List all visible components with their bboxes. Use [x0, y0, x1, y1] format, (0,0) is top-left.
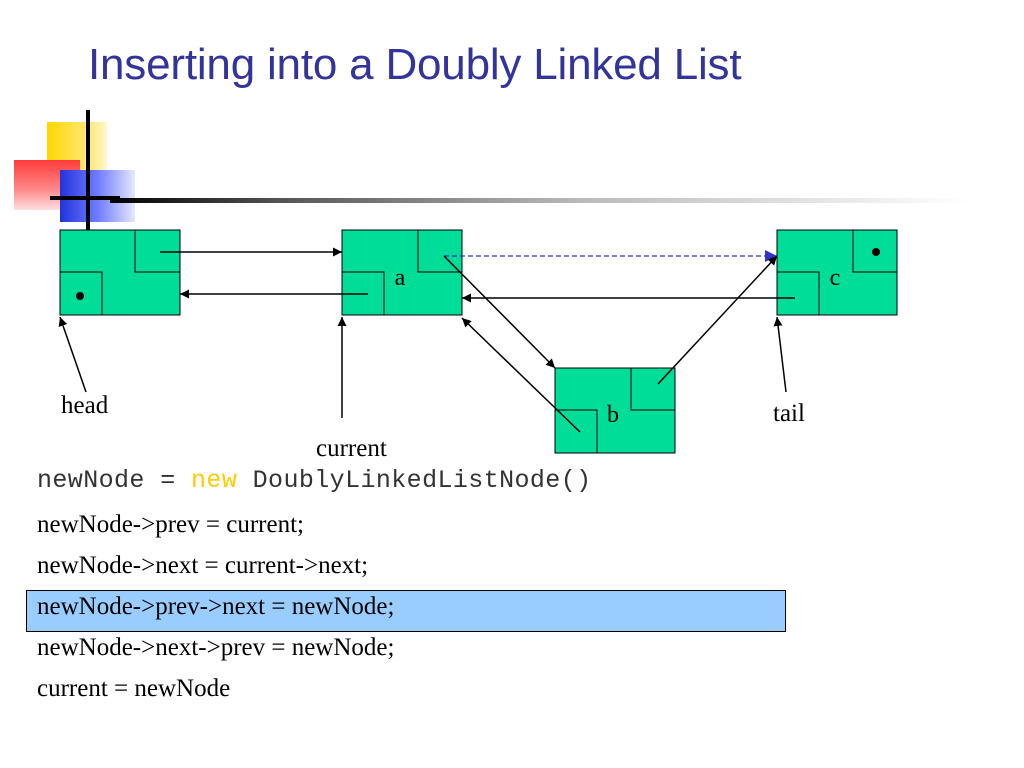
code-line-1-suffix: DoublyLinkedListNode() [237, 466, 592, 495]
decorative-corner [0, 100, 140, 238]
code-line: newNode->next->prev = newNode; [37, 634, 395, 661]
null-dot [872, 248, 880, 256]
null-dot [76, 292, 84, 300]
node-label-a: a [395, 265, 406, 291]
code-line-1-prefix: newNode = [37, 466, 192, 495]
node-c: c [776, 229, 898, 316]
code-line-highlighted: newNode->prev->next = newNode; [37, 593, 395, 620]
label-current: current [316, 435, 387, 462]
page-title: Inserting into a Doubly Linked List [88, 40, 742, 89]
code-keyword-new: new [191, 466, 238, 495]
node-label-c: c [830, 265, 841, 291]
label-head: head [61, 392, 109, 419]
code-line: current = newNode [37, 675, 231, 702]
arrow-b-prev-to-a [461, 317, 581, 433]
node-head [59, 229, 181, 316]
highlighted-line-box [26, 590, 786, 632]
horizontal-rule [50, 196, 120, 200]
code-line-new-node: newNode = new DoublyLinkedListNode() [37, 466, 592, 495]
arrow-b-next-to-c [657, 255, 778, 385]
arrow-tail-pointer [773, 316, 787, 393]
code-line: newNode->prev = current; [37, 511, 304, 538]
header-underline [110, 198, 970, 203]
label-tail: tail [773, 400, 805, 427]
code-line: newNode->next = current->next; [37, 552, 369, 579]
vertical-rule [86, 110, 90, 238]
arrow-head-pointer [58, 316, 87, 393]
node-a: a [341, 229, 463, 316]
node-label-b: b [607, 402, 619, 428]
node-b: b [554, 367, 676, 454]
arrow-a-next-to-b [443, 255, 556, 369]
